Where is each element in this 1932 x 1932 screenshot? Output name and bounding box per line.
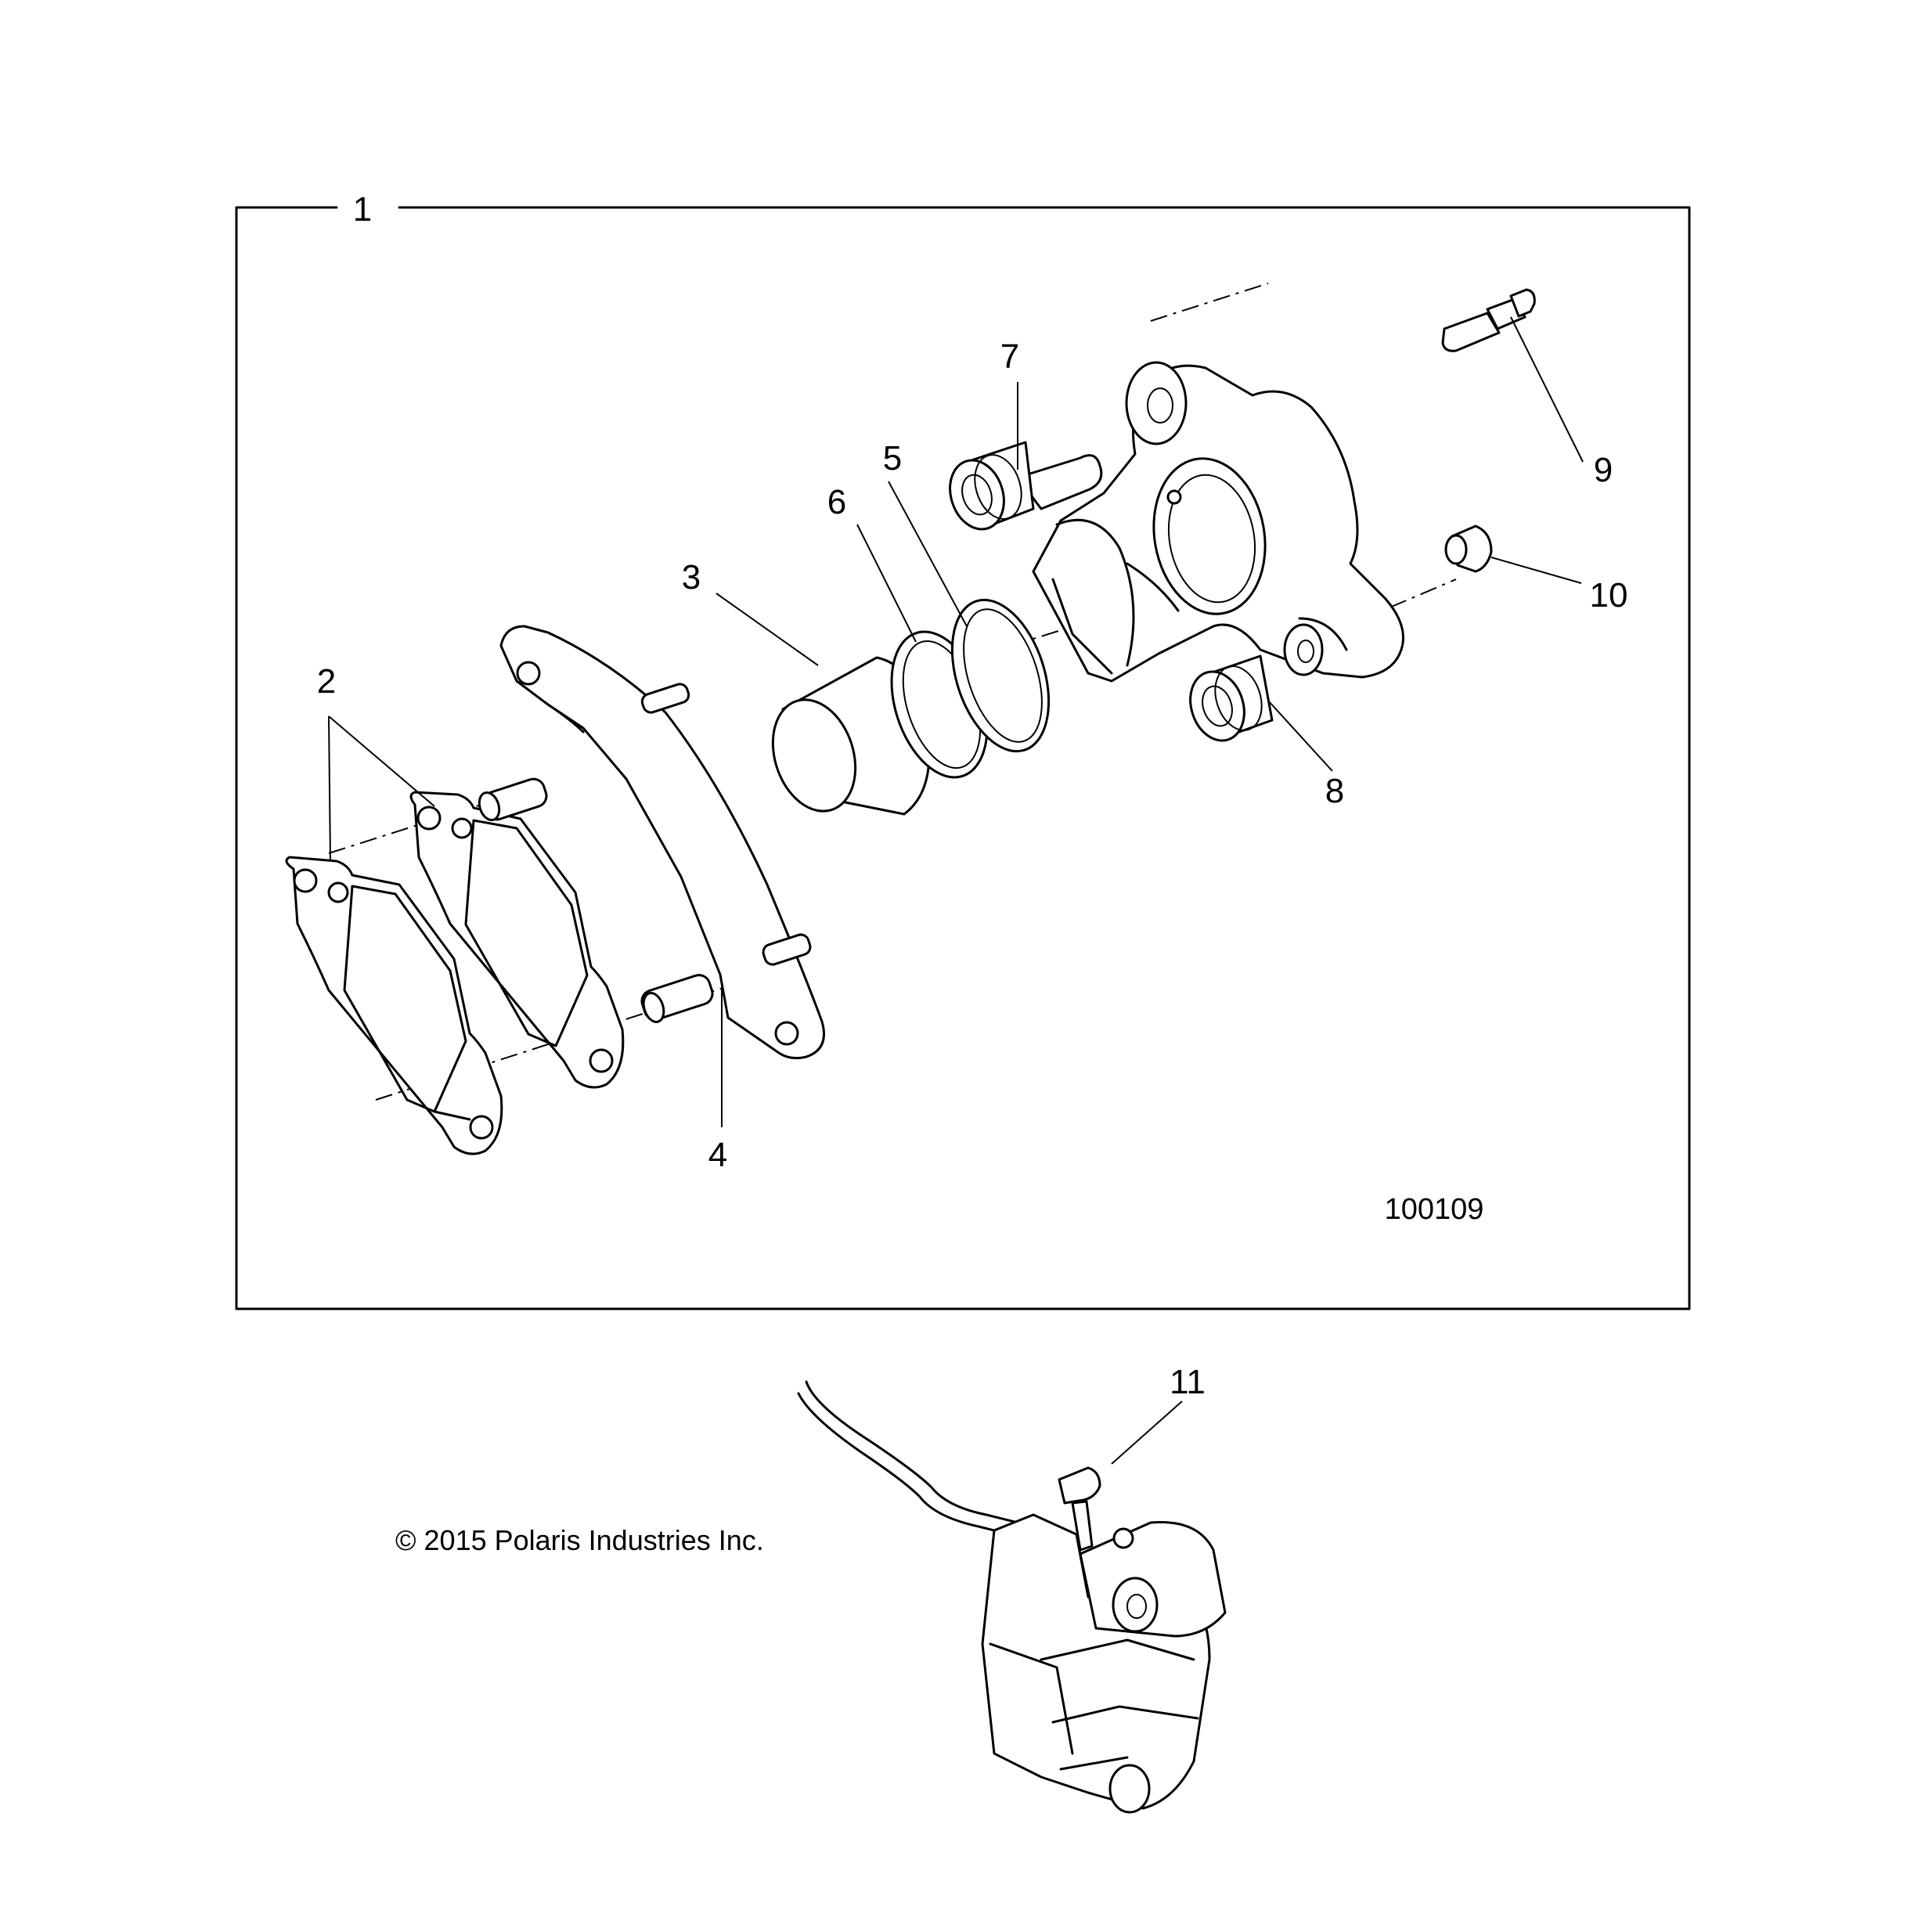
assembly-frame bbox=[235, 206, 1691, 1310]
leader-lines bbox=[328, 316, 1584, 1465]
copyright-notice: © 2015 Polaris Industries Inc. bbox=[395, 1524, 764, 1556]
lower-guide-pin-boot bbox=[1189, 654, 1274, 742]
callout-6: 6 bbox=[827, 483, 846, 521]
callout-8: 8 bbox=[1325, 772, 1344, 810]
bleeder-cap bbox=[1444, 524, 1493, 573]
callout-10: 10 bbox=[1590, 576, 1628, 615]
caliper-bracket bbox=[478, 625, 825, 1060]
upper-guide-pin-boot bbox=[949, 441, 1103, 531]
figure-number: 100109 bbox=[1385, 1193, 1484, 1226]
callout-labels: 1 2 3 4 5 6 7 8 9 10 11 bbox=[317, 190, 1628, 1401]
brake-pad-outer bbox=[285, 856, 503, 1155]
callout-3: 3 bbox=[682, 558, 701, 597]
callout-7: 7 bbox=[1000, 337, 1019, 376]
callout-9: 9 bbox=[1594, 451, 1613, 489]
callout-11: 11 bbox=[1170, 1363, 1206, 1401]
callout-1: 1 bbox=[353, 190, 372, 229]
dust-seal-ring bbox=[950, 598, 1051, 753]
callout-4: 4 bbox=[708, 1136, 727, 1174]
callout-5: 5 bbox=[883, 439, 902, 478]
brake-pad-inner bbox=[409, 791, 625, 1089]
caliper-housing bbox=[1032, 361, 1404, 683]
assembled-caliper-view bbox=[797, 1380, 1227, 1814]
bleeder-screw bbox=[1441, 288, 1536, 352]
callout-2: 2 bbox=[317, 662, 336, 701]
